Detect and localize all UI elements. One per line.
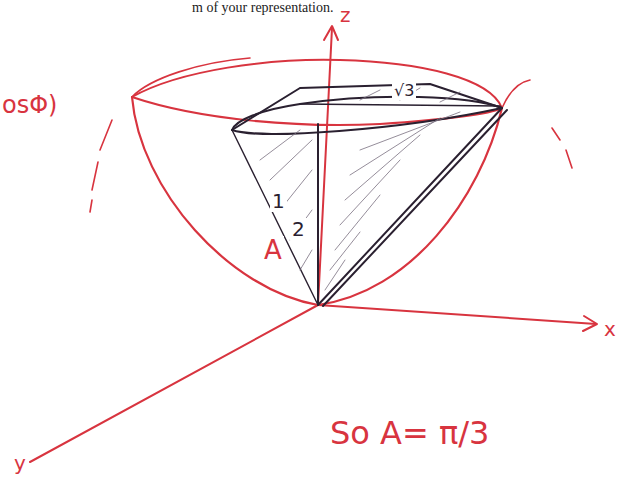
dashed-arc	[552, 128, 572, 168]
bowl-outline	[132, 97, 502, 305]
rim-arc	[132, 58, 250, 97]
formula-fragment: osΦ)	[2, 92, 57, 118]
angle-label: A	[262, 236, 284, 265]
hatching	[260, 88, 460, 290]
x-axis	[318, 305, 596, 324]
dashed-arc	[90, 120, 112, 212]
dimension: √3	[392, 82, 416, 100]
axis-label: x	[604, 318, 616, 340]
y-axis	[30, 305, 318, 462]
radius-line	[300, 104, 500, 106]
dimension: 2	[290, 218, 307, 240]
arrow-head	[324, 26, 338, 40]
cone-disc	[232, 97, 502, 134]
z-axis	[318, 28, 332, 305]
cut-off-text: m of your representation.	[192, 0, 334, 15]
dimension: 1	[270, 190, 287, 212]
height-line	[317, 124, 319, 305]
axis-label: z	[340, 4, 351, 26]
axis-label: y	[14, 452, 26, 474]
slant-line	[318, 108, 507, 306]
cone-top	[232, 84, 502, 130]
rim-arc	[502, 80, 530, 108]
result-note: So A= π/3	[330, 416, 489, 451]
arrow-head	[583, 316, 597, 331]
cone-side	[232, 130, 318, 305]
